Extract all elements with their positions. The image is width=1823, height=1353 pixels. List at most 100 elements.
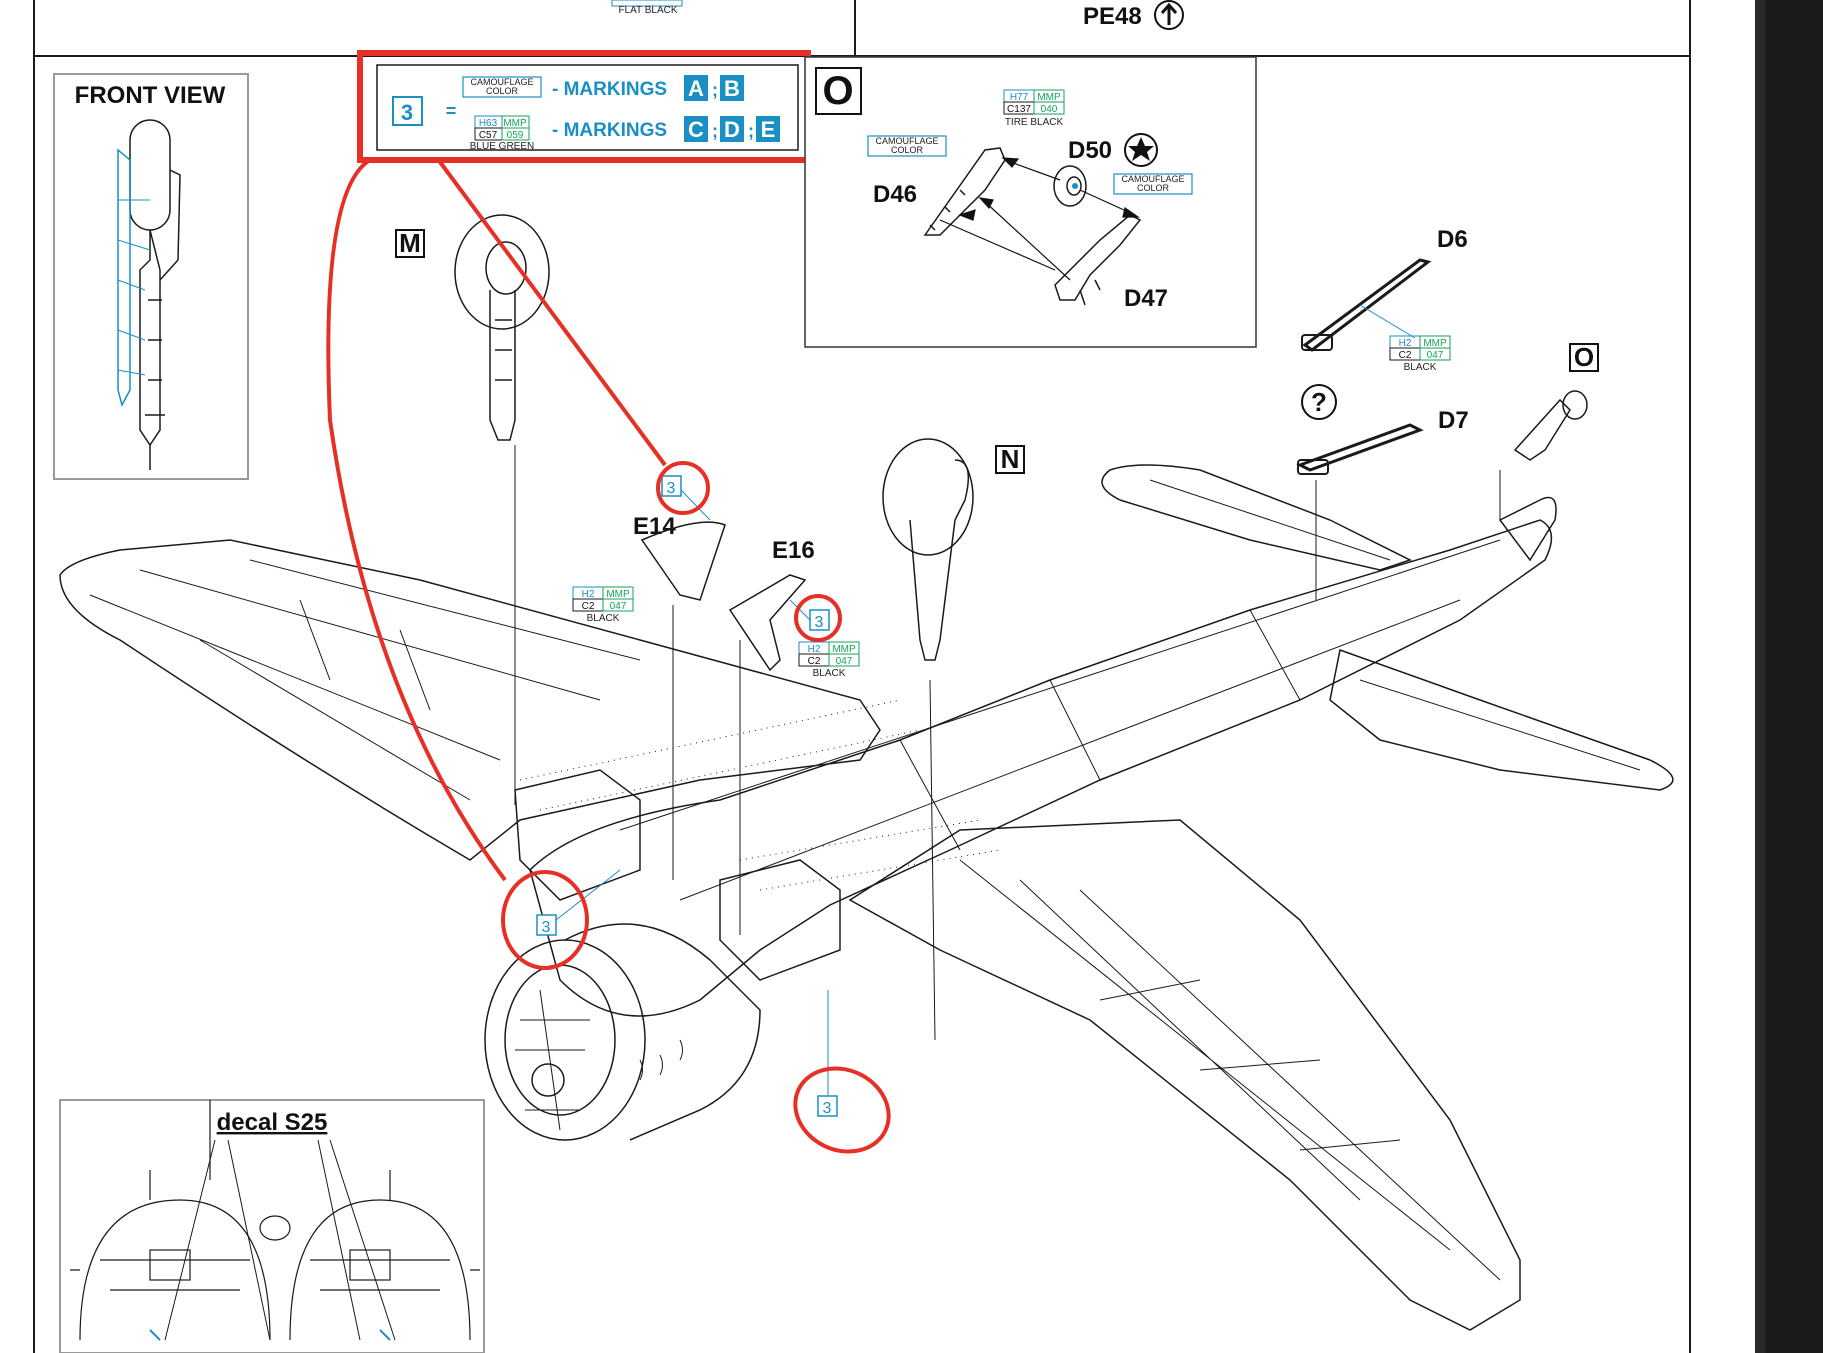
e16-h-code: H2 (808, 644, 821, 655)
page-frame (33, 0, 1691, 1353)
marking-d: D (724, 117, 740, 142)
wheel-well-right (719, 859, 841, 981)
tire-color-name: TIRE BLACK (1005, 117, 1064, 128)
engine-hub (531, 1063, 565, 1097)
e16-color-name: BLACK (813, 668, 846, 679)
marking-a: A (688, 76, 704, 101)
red-circle-bay (793, 1066, 891, 1154)
e16-mmp-number: 047 (836, 656, 853, 667)
markings-label-row1: - MARKINGS (552, 79, 667, 100)
step-n-letter: N (1001, 444, 1020, 474)
gear-door-front (117, 148, 131, 408)
part-d7: D7 (1438, 407, 1469, 434)
stabilizer-lines (1149, 479, 1641, 771)
scrollbar-track[interactable] (1755, 0, 1823, 1353)
sep-ab: ; (712, 80, 718, 100)
right-wing-outline (848, 819, 1521, 1331)
callout-3-e16: 3 (815, 614, 824, 631)
part-d6: D6 (1437, 226, 1468, 253)
blue-green-code: H63 MMP C57 059 BLUE GREEN (470, 115, 534, 152)
d6-color-name: BLACK (1404, 362, 1437, 373)
d6-color-leader (1359, 304, 1416, 339)
instruction-page: FLAT BLACK PE48 3 = CAMOUFLAGE COLOR - M… (33, 0, 1691, 1353)
marking-e: E (761, 117, 776, 142)
wheel-d50 (1053, 165, 1087, 207)
step-m-box (395, 229, 425, 258)
marking-b: B (724, 76, 740, 101)
camo-right-wrap: CAMOUFLAGE COLOR (1121, 174, 1185, 193)
engine-cowling-inner (504, 964, 616, 1116)
fuselage-outline (529, 519, 1553, 1017)
assembly-arrows (939, 157, 1140, 281)
legend-equals: = (446, 101, 457, 121)
strut-d7 (1296, 423, 1424, 600)
part-e14: E14 (633, 513, 676, 540)
camo-right-box (1113, 173, 1193, 195)
d6-mmp-number: 047 (1427, 350, 1444, 361)
marking-a-box (684, 75, 708, 101)
e14-mmp-number: 047 (610, 601, 627, 612)
question-mark: ? (1311, 387, 1327, 417)
callout-box-e14 (661, 475, 682, 497)
front-view-title: FRONT VIEW (75, 82, 226, 109)
tire-mmp-code: MMP (1037, 92, 1061, 103)
red-line-to-e14 (438, 160, 667, 467)
tire-c-code: C137 (1007, 104, 1031, 115)
decal-leaders (164, 1139, 396, 1341)
tail-wheel-assembly (1499, 390, 1588, 520)
mmp-number: 059 (507, 130, 524, 141)
leader-e16 (789, 599, 811, 621)
left-wing-outline (59, 539, 881, 861)
e16-c-code: C2 (808, 656, 821, 667)
question-circle (1301, 384, 1337, 420)
gear-door-e14 (640, 521, 726, 601)
d6-h-code: H2 (1399, 338, 1412, 349)
camo-color-label-wrap: CAMOUFLAGE COLOR (470, 77, 534, 96)
part-d47: D47 (1124, 285, 1168, 312)
color-code-box-cut (611, 0, 683, 7)
legend-step-box (392, 96, 423, 126)
step-o-letter: O (822, 69, 853, 113)
camo-left-box (867, 135, 947, 157)
h-code: H63 (479, 118, 498, 129)
leader-wheelwell (555, 869, 621, 921)
callout-3-bay: 3 (823, 1100, 832, 1117)
photo-etch-ref: PE48 (1083, 3, 1142, 30)
tire-mmp-number: 040 (1041, 104, 1058, 115)
d6-black-code: H2 MMP C2 047 BLACK (1389, 335, 1451, 373)
gear-door-lines (117, 199, 151, 376)
camo-color-label: CAMOUFLAGE COLOR (470, 77, 534, 96)
viewer-scrollbar[interactable] (1755, 0, 1823, 1353)
e14-c-code: C2 (582, 601, 595, 612)
camo-right-label: CAMOUFLAGE COLOR (1121, 174, 1185, 193)
red-curve-to-wheelwell (326, 158, 507, 882)
red-circle-e16 (794, 594, 842, 642)
engine-cylinders (515, 989, 590, 1131)
sub-assembly-o: O H77 MMP C137 040 TIRE BLACK CAMOUFLAGE… (804, 56, 1257, 348)
cowl-vents (639, 1039, 683, 1081)
gear-door-e16 (728, 574, 807, 672)
d6-mmp-code: MMP (1423, 338, 1447, 349)
camo-left-wrap: CAMOUFLAGE COLOR (875, 137, 938, 155)
marking-b-box (720, 75, 744, 101)
gear-leg-n (882, 438, 974, 1041)
wheel-bay-detail (70, 1100, 480, 1341)
callout-3-e14: 3 (667, 480, 676, 497)
instruction-drawing: FLAT BLACK PE48 3 = CAMOUFLAGE COLOR - M… (33, 0, 1691, 1353)
horizontal-stabilizer-bottom (1329, 649, 1674, 791)
fork-d47 (1054, 214, 1142, 306)
leader-e14 (680, 489, 711, 521)
sep-cd: ; (712, 121, 718, 141)
fork-d46 (923, 147, 1006, 236)
fuselage-lines (619, 539, 1501, 901)
tire-black-code: H77 MMP C137 040 TIRE BLACK (1003, 89, 1065, 128)
gear-leg-m (454, 214, 550, 805)
red-circle-e14 (656, 461, 710, 515)
left-wing-lines (89, 559, 641, 801)
e16-mmp-code: MMP (832, 644, 856, 655)
step-o-letter-right: O (1574, 342, 1594, 372)
e16-black-code: H2 MMP C2 047 BLACK (798, 641, 860, 679)
step-o-box-right (1569, 343, 1599, 372)
up-arrow-icon (1154, 0, 1184, 30)
